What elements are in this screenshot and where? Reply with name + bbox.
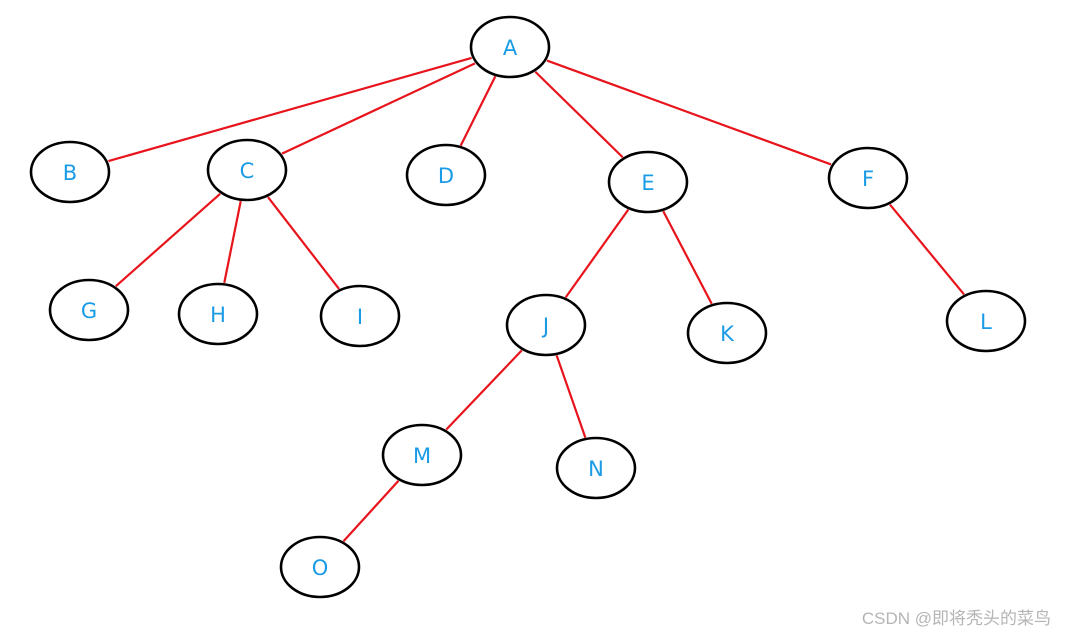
edge-C-I: [267, 196, 340, 290]
edge-F-L: [889, 203, 965, 296]
node-ellipse: [469, 15, 551, 79]
node-B: B: [29, 140, 111, 204]
node-label: C: [240, 159, 255, 183]
node-label: H: [210, 303, 226, 327]
node-label: N: [588, 457, 604, 481]
node-label: J: [541, 314, 549, 338]
edge-C-G: [115, 192, 221, 288]
node-label: G: [81, 299, 97, 323]
edge-M-O: [342, 480, 400, 542]
node-label: I: [357, 305, 363, 329]
node-I: I: [319, 284, 401, 348]
node-H: H: [177, 282, 259, 346]
node-label: M: [413, 444, 431, 468]
node-ellipse: [48, 278, 130, 342]
node-ellipse: [206, 138, 288, 202]
node-ellipse: [945, 289, 1027, 353]
node-ellipse: [29, 140, 111, 204]
node-M: M: [381, 423, 463, 487]
node-ellipse: [686, 301, 768, 365]
node-label: E: [641, 171, 654, 195]
node-N: N: [555, 436, 637, 500]
node-label: K: [720, 322, 735, 346]
edge-A-B: [108, 56, 472, 163]
node-label: L: [980, 310, 992, 334]
edge-A-E: [534, 70, 624, 159]
node-ellipse: [319, 284, 401, 348]
edge-A-C: [281, 62, 476, 155]
node-ellipse: [405, 143, 487, 207]
node-ellipse: [607, 150, 689, 214]
node-ellipse: [827, 146, 909, 210]
edge-C-H: [223, 200, 242, 284]
node-C: C: [206, 138, 288, 202]
edge-E-J: [564, 208, 630, 299]
watermark: CSDN @即将秃头的菜鸟: [861, 609, 1051, 628]
edge-E-K: [662, 210, 713, 305]
node-label: F: [862, 167, 874, 191]
node-label: B: [63, 161, 77, 185]
node-E: E: [607, 150, 689, 214]
node-label: O: [312, 556, 329, 580]
edge-A-D: [459, 75, 497, 147]
node-G: G: [48, 278, 130, 342]
node-O: O: [279, 535, 361, 599]
node-F: F: [827, 146, 909, 210]
edge-A-F: [546, 59, 832, 166]
node-J: J: [505, 293, 587, 357]
node-D: D: [405, 143, 487, 207]
node-K: K: [686, 301, 768, 365]
node-ellipse: [177, 282, 259, 346]
node-ellipse: [381, 423, 463, 487]
edge-J-N: [555, 355, 587, 438]
node-ellipse: [505, 293, 587, 357]
edge-J-M: [445, 349, 523, 431]
node-A: A: [469, 15, 551, 79]
node-ellipse: [555, 436, 637, 500]
node-ellipse: [279, 535, 361, 599]
node-label: D: [438, 164, 454, 188]
node-L: L: [945, 289, 1027, 353]
node-label: A: [503, 36, 518, 60]
